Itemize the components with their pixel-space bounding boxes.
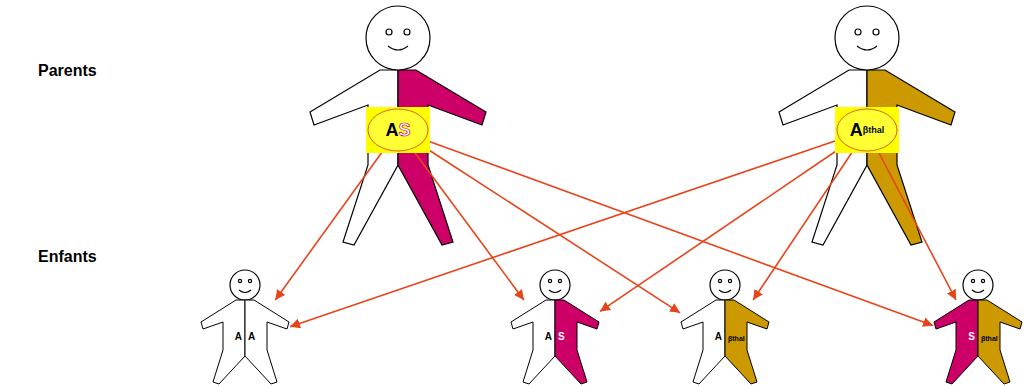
eye [728, 279, 731, 282]
child-figure: AS [510, 300, 600, 384]
genotype-badge: Aβthal [835, 107, 899, 153]
badge-ground [835, 107, 899, 153]
child-body [933, 300, 1023, 384]
eye [718, 279, 721, 282]
parent-body-right [867, 70, 955, 245]
badge-ellipse [368, 109, 428, 151]
body-left-half [681, 300, 725, 384]
child-figure: Sβthal [933, 300, 1023, 384]
inheritance-arrow [430, 151, 680, 313]
allele-label: A [235, 332, 242, 342]
parent-head [366, 6, 430, 70]
body-left-half [934, 300, 978, 384]
genotype-text: Aβthal [835, 107, 899, 153]
smile [972, 290, 984, 293]
child-head [540, 270, 570, 300]
child-head [963, 270, 993, 300]
row-label: Enfants [38, 248, 97, 266]
body-left-half [511, 300, 555, 384]
child-body [200, 300, 290, 384]
body-left-half [201, 300, 245, 384]
inheritance-arrow [430, 142, 933, 326]
allele-label: A [385, 121, 398, 139]
parent-body-left [310, 70, 398, 245]
allele-label: S [558, 332, 565, 342]
body-right-half [555, 300, 599, 384]
eye [248, 279, 251, 282]
eye [386, 29, 392, 35]
genotype-badge: AS [366, 107, 430, 153]
eye [404, 29, 410, 35]
eye [971, 279, 974, 282]
child-body [510, 300, 600, 384]
genotype-text: AS [366, 107, 430, 153]
smile [549, 290, 561, 293]
eye [238, 279, 241, 282]
child-figure: AA [200, 300, 290, 384]
child-body [680, 300, 770, 384]
inheritance-arrow [753, 153, 851, 300]
smile [719, 290, 731, 293]
parent-body-left [779, 70, 867, 245]
body-right-half [725, 300, 769, 384]
row-label: Parents [38, 62, 97, 80]
allele-label: βthal [728, 335, 745, 342]
child-head [710, 270, 740, 300]
eye [855, 29, 861, 35]
allele-label: A [715, 332, 722, 342]
smile [239, 290, 251, 293]
badge-ground [366, 107, 430, 153]
allele-label: βthal [863, 126, 885, 135]
badge-ellipse [837, 109, 897, 151]
smile [857, 46, 877, 50]
allele-label: A [850, 121, 863, 139]
smile [388, 46, 408, 50]
parent-head [835, 6, 899, 70]
body-right-half [978, 300, 1022, 384]
child-figure: Aβthal [680, 300, 770, 384]
eye [981, 279, 984, 282]
child-head [230, 270, 260, 300]
allele-label: A [545, 332, 552, 342]
eye [548, 279, 551, 282]
allele-label: S [398, 121, 410, 139]
eye [558, 279, 561, 282]
eye [873, 29, 879, 35]
allele-label: A [248, 332, 255, 342]
inheritance-arrow [275, 153, 381, 300]
inheritance-arrow [879, 153, 956, 300]
allele-label: βthal [981, 335, 998, 342]
allele-label: S [968, 332, 975, 342]
body-right-half [245, 300, 289, 384]
